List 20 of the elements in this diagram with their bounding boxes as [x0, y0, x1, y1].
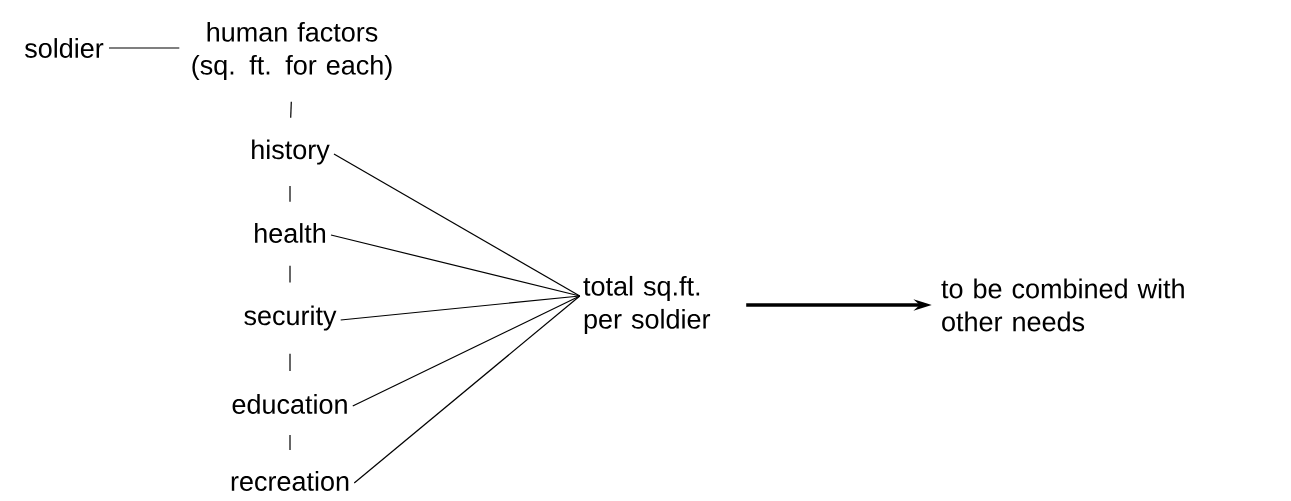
- connector-line: [330, 234, 581, 297]
- node-label: health: [255, 223, 325, 243]
- node-label: recreation: [231, 471, 349, 491]
- connector-line: [333, 153, 581, 297]
- connector-line: [340, 295, 581, 321]
- connector-line: [289, 185, 291, 203]
- connector-line: [108, 47, 180, 49]
- connector-line: [289, 353, 291, 372]
- node-label: education: [232, 394, 347, 414]
- node-label: to be combined with other needs: [941, 278, 1184, 332]
- node-label: human factors (sq. ft. for each): [192, 21, 392, 81]
- node-label: history: [252, 139, 330, 165]
- connector-line: [289, 434, 291, 451]
- node-label: total sq.ft. per soldier: [583, 275, 711, 335]
- connector-line: [353, 295, 581, 484]
- connector-line: [352, 295, 581, 407]
- node-label: soldier: [25, 38, 104, 58]
- node-label: security: [244, 305, 337, 331]
- connector-line: [290, 101, 292, 119]
- connector-line: [289, 265, 291, 284]
